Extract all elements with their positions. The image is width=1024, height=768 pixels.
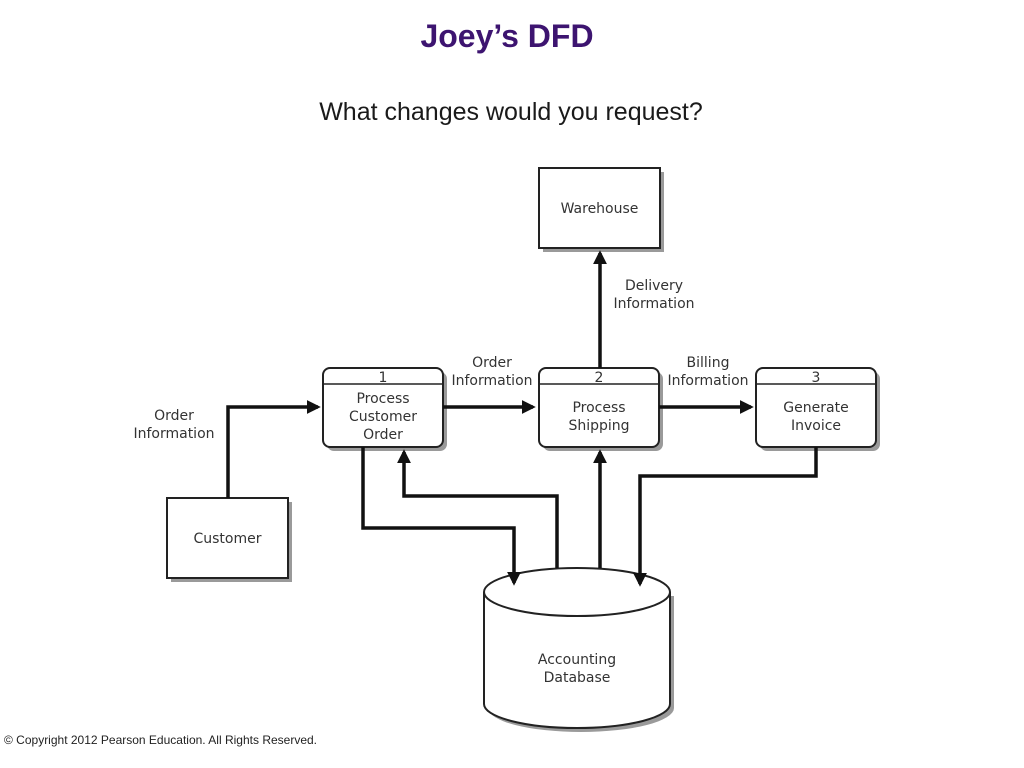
slide-subtitle: What changes would you request? (319, 98, 703, 126)
flow-label-order-info-1: Order (472, 355, 512, 371)
process-2-line-1: Process (572, 400, 625, 416)
flow-customer-to-process-1 (226, 400, 321, 498)
flow-database-to-process-1 (397, 449, 559, 568)
flow-label-delivery-info-1: Delivery (625, 278, 683, 294)
flow-process-3-to-database (633, 447, 818, 587)
process-2-line-2: Shipping (568, 418, 629, 434)
process-1-line-1: Process (356, 391, 409, 407)
flow-label-customer-order-2: Information (133, 426, 214, 442)
flow-label-customer-order-1: Order (154, 408, 194, 424)
flow-label-billing-info-2: Information (667, 373, 748, 389)
process-3-line-2: Invoice (791, 418, 841, 434)
customer-entity: Customer (166, 497, 292, 582)
process-3-number: 3 (812, 370, 821, 386)
customer-label: Customer (193, 531, 261, 547)
database-line-1: Accounting (538, 652, 616, 668)
process-2: 2 Process Shipping (538, 367, 663, 451)
flow-label-order-info-2: Information (451, 373, 532, 389)
warehouse-entity: Warehouse (538, 167, 664, 252)
flow-label-billing-info-1: Billing (687, 355, 730, 371)
copyright-notice: © Copyright 2012 Pearson Education. All … (4, 733, 318, 747)
accounting-database: Accounting Database (483, 567, 674, 732)
process-3: 3 Generate Invoice (755, 367, 880, 451)
slide-title: Joey’s DFD (420, 18, 594, 54)
process-2-number: 2 (595, 370, 604, 386)
process-3-line-1: Generate (783, 400, 848, 416)
database-line-2: Database (544, 670, 611, 686)
process-1-number: 1 (379, 370, 388, 386)
process-1-line-2: Customer (349, 409, 417, 425)
flow-process-1-to-database (361, 447, 521, 586)
process-1: 1 Process Customer Order (322, 367, 447, 451)
warehouse-label: Warehouse (561, 201, 639, 217)
flow-label-delivery-info-2: Information (613, 296, 694, 312)
process-1-line-3: Order (363, 427, 403, 443)
